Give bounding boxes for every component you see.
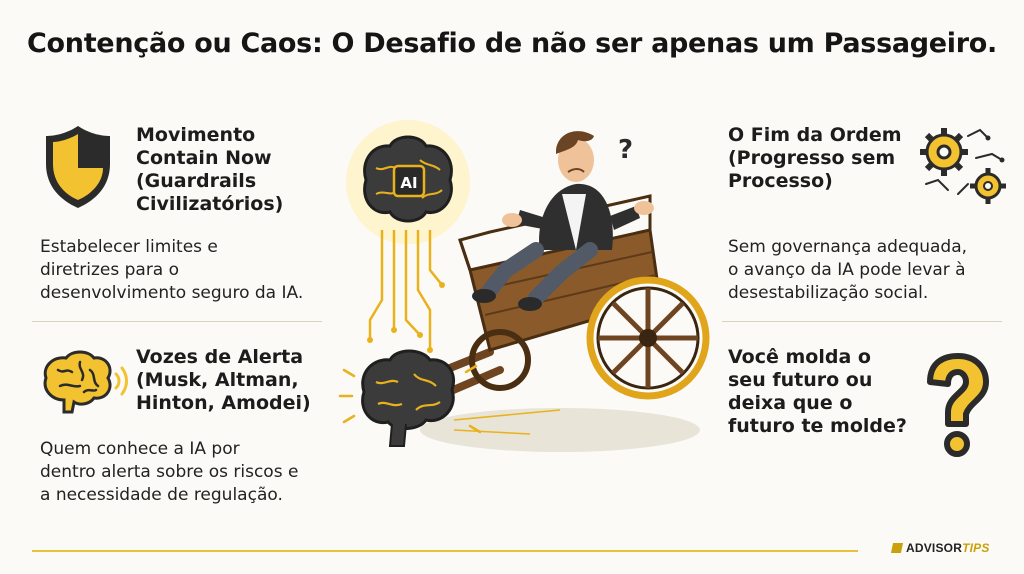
person-illustration xyxy=(472,131,654,311)
panel-alert-voices-title: Vozes de Alerta (Musk, Altman, Hinton, A… xyxy=(136,346,311,415)
ai-chip-label: AI xyxy=(400,174,417,192)
panel-body-line: desestabilização social. xyxy=(728,283,929,303)
center-illustration: AI ? xyxy=(338,120,710,452)
panel-title-line: futuro te molde? xyxy=(728,415,907,437)
panel-title-line: deixa que o xyxy=(728,392,853,414)
page-title: Contenção ou Caos: O Desafio de não ser … xyxy=(27,28,997,59)
logo-text: ADVISOR xyxy=(906,541,963,555)
dragged-brain-icon xyxy=(361,349,455,447)
panel-contain-now-title: Movimento Contain Now (Guardrails Civili… xyxy=(136,124,283,216)
panel-title-line: Processo) xyxy=(728,170,833,192)
shield-icon xyxy=(46,126,110,208)
panel-body-line: dentro alerta sobre os riscos e xyxy=(40,462,299,482)
panel-end-of-order-body: Sem governança adequada, o avanço da IA … xyxy=(728,236,967,305)
panel-title-line: (Guardrails xyxy=(136,170,257,192)
panel-body-line: diretrizes para o xyxy=(40,260,180,280)
panel-alert-voices-body: Quem conhece a IA por dentro alerta sobr… xyxy=(40,438,298,507)
divider-right xyxy=(722,321,1002,322)
panel-body-line: a necessidade de regulação. xyxy=(40,485,283,505)
panel-body-line: o avanço da IA pode levar à xyxy=(728,260,966,280)
brain-icon xyxy=(43,350,128,414)
panel-title-line: Vozes de Alerta xyxy=(136,346,304,368)
panel-body-line: Sem governança adequada, xyxy=(728,237,968,257)
panel-contain-now-body: Estabelecer limites e diretrizes para o … xyxy=(40,236,303,305)
logo-accent: TIPS xyxy=(962,541,990,555)
panel-title-line: Hinton, Amodei) xyxy=(136,392,311,414)
panel-body-line: Estabelecer limites e xyxy=(40,237,218,257)
small-question-icon: ? xyxy=(618,135,633,165)
panel-title-line: (Musk, Altman, xyxy=(136,369,299,391)
footer-line xyxy=(32,550,858,552)
panel-body-line: Quem conhece a IA por xyxy=(40,439,240,459)
panel-title-line: Você molda o xyxy=(728,346,871,368)
question-mark-icon xyxy=(927,353,989,457)
gears-icon xyxy=(920,128,1006,204)
panel-title-line: (Progresso sem xyxy=(728,147,896,169)
panel-title-line: Movimento xyxy=(136,124,256,146)
panel-end-of-order-title: O Fim da Ordem (Progresso sem Processo) xyxy=(728,124,902,193)
advisor-tips-logo: ADVISORTIPS xyxy=(890,541,990,555)
panel-title-line: O Fim da Ordem xyxy=(728,124,902,146)
panel-body-line: desenvolvimento seguro da IA. xyxy=(40,283,304,303)
ai-brain-icon xyxy=(363,135,453,223)
logo-mark-icon xyxy=(890,543,904,553)
panel-title-line: Civilizatórios) xyxy=(136,193,284,215)
panel-title-line: Contain Now xyxy=(136,147,272,169)
divider-left xyxy=(32,321,322,322)
panel-question-title: Você molda o seu futuro ou deixa que o f… xyxy=(728,346,907,438)
panel-title-line: seu futuro ou xyxy=(728,369,873,391)
